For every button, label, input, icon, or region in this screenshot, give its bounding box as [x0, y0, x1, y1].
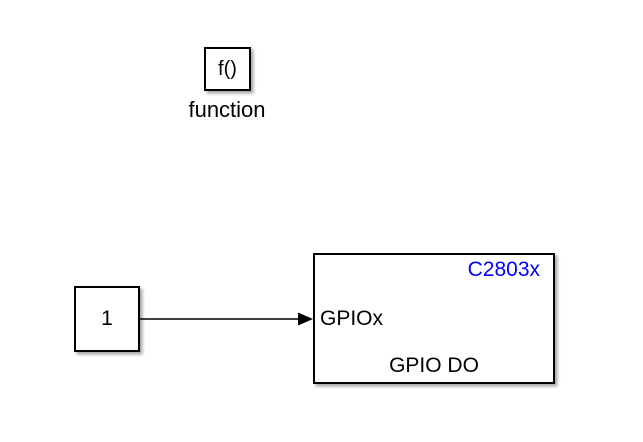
function-block-caption: function	[188, 97, 266, 122]
block-name-label: GPIO DO	[389, 354, 479, 377]
function-block[interactable]: f()	[204, 47, 251, 91]
signal-wire[interactable]	[140, 310, 314, 328]
constant-block[interactable]: 1	[74, 286, 140, 352]
gpio-do-block[interactable]: C2803x GPIOx GPIO DO	[313, 253, 555, 384]
chip-label: C2803x	[467, 258, 540, 281]
input-port-label: GPIOx	[320, 307, 384, 330]
constant-value: 1	[101, 307, 113, 330]
function-block-label: f()	[218, 57, 237, 80]
wire-arrowhead-icon	[298, 312, 313, 326]
